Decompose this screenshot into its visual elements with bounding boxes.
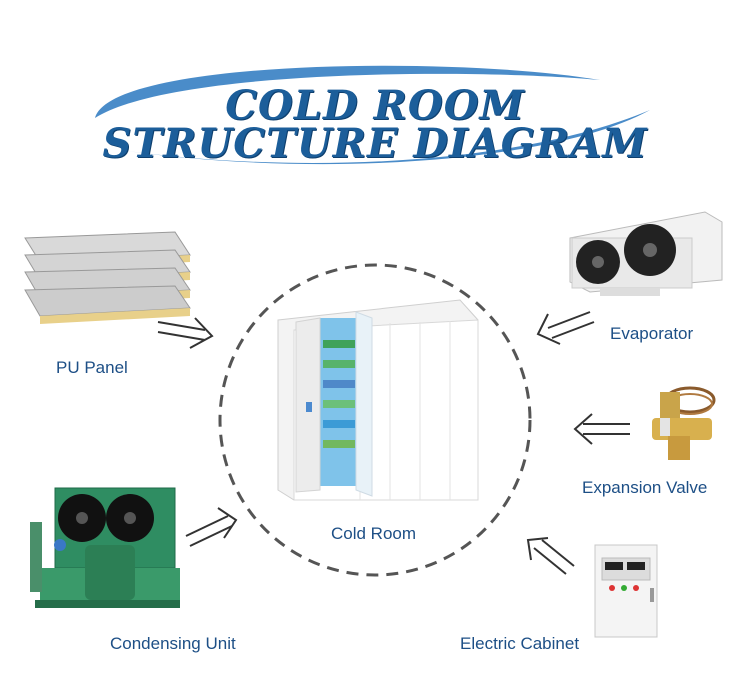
arrow-condensing-unit <box>185 507 238 547</box>
cold-room-image <box>277 299 479 501</box>
label-expansion-valve: Expansion Valve <box>582 478 708 497</box>
arrow-pu-panel <box>157 317 214 349</box>
label-pu-panel: PU Panel <box>56 358 128 377</box>
title-line-2: STRUCTURE DIAGRAM <box>102 120 648 167</box>
arrows <box>157 311 630 575</box>
label-electric-cabinet: Electric Cabinet <box>460 634 580 653</box>
arrow-electric-cabinet <box>526 537 575 575</box>
cold-room-circle <box>218 263 532 577</box>
label-condensing-unit: Condensing Unit <box>110 634 236 653</box>
expansion-valve-image <box>652 386 716 460</box>
label-cold-room: Cold Room <box>331 524 417 543</box>
condensing-unit-image <box>30 487 180 608</box>
label-evaporator: Evaporator <box>610 324 694 343</box>
arrow-expansion-valve <box>573 413 630 445</box>
pu-panel-image <box>24 231 191 324</box>
arrow-evaporator <box>536 311 595 345</box>
title-swoosh <box>95 65 650 165</box>
title-line-1: COLD ROOM <box>225 82 525 129</box>
electric-cabinet-image <box>594 544 658 638</box>
evaporator-image <box>569 211 723 296</box>
